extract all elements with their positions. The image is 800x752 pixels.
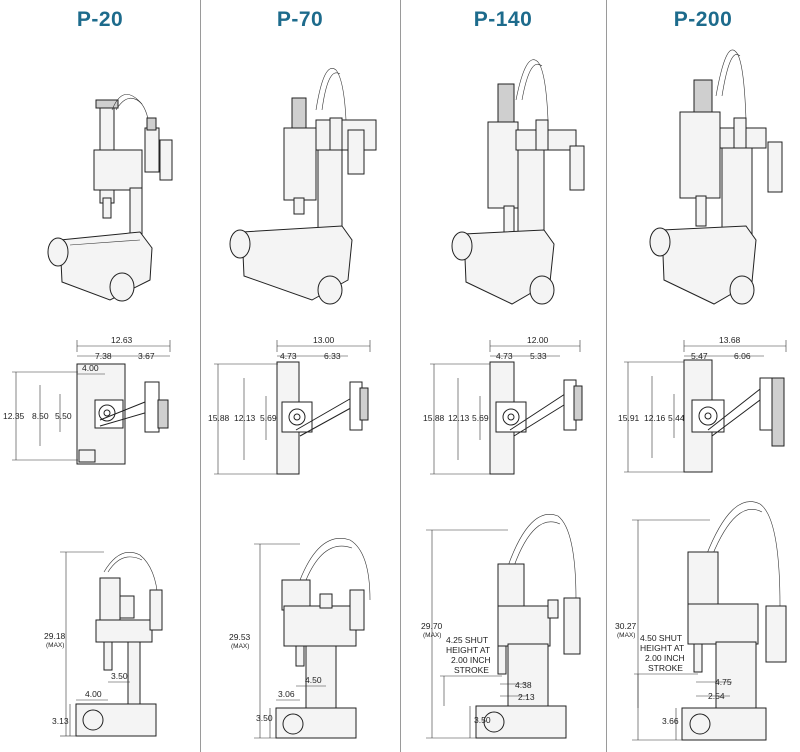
dim-max-height: 29.53	[229, 632, 251, 642]
dim-mid-height: 12.16	[644, 413, 666, 423]
column-p140: P-140 12.00 4.73	[400, 0, 606, 752]
press-drawings: 13.00 4.73 6.33 15.88 12.13 5.69	[208, 68, 377, 739]
dim-depth: 2.54	[708, 691, 725, 701]
model-title: P-70	[276, 8, 324, 31]
dim-overall-height: 15.88	[208, 413, 230, 423]
press-drawings: 13.68 5.47 6.06 15.91 12.16 5.44 30	[615, 49, 787, 741]
dim-right-width: 5.33	[530, 351, 547, 361]
shut-height-line1: 4.25 SHUT	[446, 635, 488, 645]
side-view: 30.27 (MAX) 4.50 SHUT HEIGHT AT 2.00 INC…	[615, 501, 787, 741]
column-p200: P-200 13.68 5.47	[606, 0, 800, 752]
dim-overall-width: 12.00	[527, 335, 549, 345]
top-view: 13.68 5.47 6.06 15.91 12.16 5.44	[618, 335, 787, 473]
isometric-view	[649, 49, 783, 305]
shut-height-line2: HEIGHT AT	[640, 643, 684, 653]
dim-max-note: (MAX)	[46, 642, 64, 649]
press-drawings: 12.00 4.73 5.33 15.88 12.13 5.69	[421, 59, 585, 739]
dim-offset: 4.38	[515, 680, 532, 690]
shut-height-line4: STROKE	[454, 665, 489, 675]
dim-right-width: 6.33	[324, 351, 341, 361]
dim-mid-height: 8.50	[32, 411, 49, 421]
dim-overall-height: 12.35	[3, 411, 25, 421]
isometric-view	[451, 59, 585, 305]
column-divider-3	[606, 0, 607, 752]
isometric-view	[47, 94, 173, 302]
dim-offset: 4.50	[305, 675, 322, 685]
dim-left-width: 7.38	[95, 351, 112, 361]
dim-base: 3.13	[52, 716, 69, 726]
dim-depth: 4.00	[85, 689, 102, 699]
dim-inner-height: 5.44	[668, 413, 685, 423]
press-drawings: 12.63 7.38 3.67 4.00 12.35 8.50 5.50	[3, 94, 173, 737]
shut-height-line2: HEIGHT AT	[446, 645, 490, 655]
dim-inner-width: 4.00	[82, 363, 99, 373]
dim-mid-height: 12.13	[448, 413, 470, 423]
dim-base: 3.50	[256, 713, 273, 723]
top-view: 12.63 7.38 3.67 4.00 12.35 8.50 5.50	[3, 335, 171, 465]
dim-inner-height: 5.69	[260, 413, 277, 423]
column-divider-1	[200, 0, 201, 752]
isometric-view	[229, 68, 377, 305]
dim-overall-height: 15.88	[423, 413, 445, 423]
dim-depth: 2.13	[518, 692, 535, 702]
dim-right-width: 3.67	[138, 351, 155, 361]
dim-mid-height: 12.13	[234, 413, 256, 423]
dim-max-note: (MAX)	[617, 632, 635, 639]
side-view: 29.70 (MAX) 4.25 SHUT HEIGHT AT 2.00 INC…	[421, 514, 581, 739]
shut-height-line1: 4.50 SHUT	[640, 633, 682, 643]
dim-left-width: 4.73	[496, 351, 513, 361]
dim-depth: 3.06	[278, 689, 295, 699]
shut-height-line3: 2.00 INCH	[645, 653, 685, 663]
dim-overall-width: 12.63	[111, 335, 133, 345]
dim-offset: 4.75	[715, 677, 732, 687]
dim-max-height: 29.18	[44, 631, 66, 641]
dim-inner-height: 5.69	[472, 413, 489, 423]
dim-left-width: 4.73	[280, 351, 297, 361]
dim-overall-width: 13.68	[719, 335, 741, 345]
dim-max-note: (MAX)	[231, 643, 249, 650]
side-view: 29.53 (MAX) 4.50 3.06 3.50	[229, 538, 371, 739]
model-title: P-140	[473, 8, 533, 31]
dim-right-width: 6.06	[734, 351, 751, 361]
dim-base: 3.66	[662, 716, 679, 726]
dim-inner-height: 5.50	[55, 411, 72, 421]
model-title: P-20	[76, 8, 124, 31]
column-divider-2	[400, 0, 401, 752]
top-view: 13.00 4.73 6.33 15.88 12.13 5.69	[208, 335, 371, 475]
column-p20: P-20	[0, 0, 200, 752]
dim-overall-height: 15.91	[618, 413, 640, 423]
dim-overall-width: 13.00	[313, 335, 335, 345]
dim-max-note: (MAX)	[423, 632, 441, 639]
model-title: P-200	[673, 8, 733, 31]
column-p70: P-70 13.00 4.73	[200, 0, 400, 752]
dim-base: 3.50	[474, 715, 491, 725]
dim-max-height: 30.27	[615, 621, 637, 631]
shut-height-line4: STROKE	[648, 663, 683, 673]
dim-max-height: 29.70	[421, 621, 443, 631]
shut-height-line3: 2.00 INCH	[451, 655, 491, 665]
side-view: 29.18 (MAX) 3.50 4.00 3.13	[44, 551, 163, 737]
top-view: 12.00 4.73 5.33 15.88 12.13 5.69	[423, 335, 583, 475]
dim-offset: 3.50	[111, 671, 128, 681]
dim-left-width: 5.47	[691, 351, 708, 361]
